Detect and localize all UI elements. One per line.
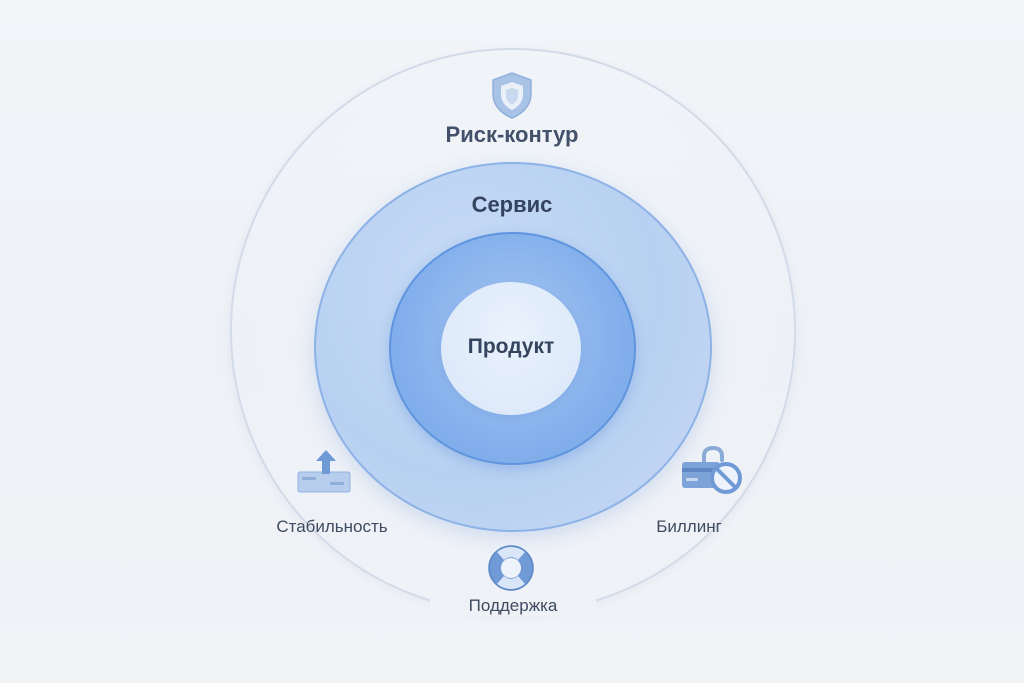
card-lock-blocked-icon bbox=[678, 445, 744, 496]
core-label: Продукт bbox=[467, 335, 555, 358]
outer-ring-label: Риск-контур bbox=[445, 122, 579, 147]
shield-icon bbox=[488, 70, 536, 120]
billing-label: Биллинг bbox=[656, 517, 722, 536]
core-circle-product bbox=[441, 282, 581, 415]
support-label: Поддержка bbox=[430, 596, 596, 616]
middle-ring-label: Сервис bbox=[471, 192, 553, 217]
stability-label: Стабильность bbox=[276, 517, 388, 536]
upload-icon bbox=[296, 446, 352, 494]
lifebuoy-icon bbox=[486, 543, 536, 593]
